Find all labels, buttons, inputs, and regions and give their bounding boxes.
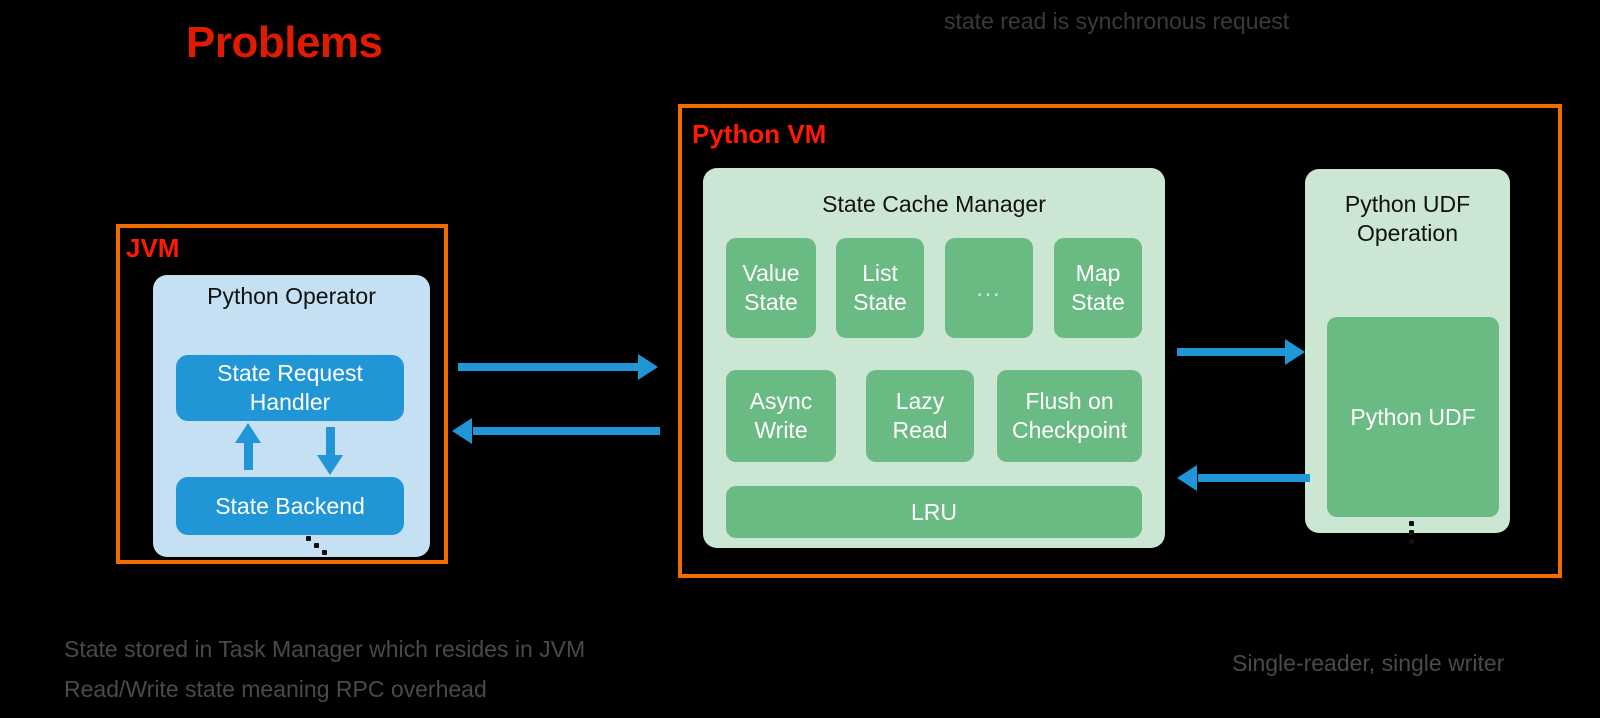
handler-to-backend-arrow-head [317, 455, 343, 475]
more-states-box[interactable]: ... [945, 238, 1033, 338]
annotation-jvm-notes-line2: Read/Write state meaning RPC overhead [64, 676, 487, 702]
jvm-label: JVM [126, 233, 180, 263]
python-vm-to-jvm-arrow-head [452, 418, 472, 444]
backend-to-handler-arrow-shaft [244, 437, 253, 470]
list-state-box[interactable]: List State [836, 238, 924, 338]
python-udf-operation-title: Python UDF Operation [1344, 191, 1471, 246]
backend-to-handler-arrow-head [235, 423, 261, 443]
handler-to-backend-arrow-shaft [326, 427, 335, 460]
jvm-to-python-vm-arrow-shaft [458, 363, 640, 371]
python-vm-label: Python VM [692, 119, 827, 149]
udf-to-cache-arrow-head [1177, 465, 1197, 491]
cache-to-udf-arrow-shaft [1177, 348, 1287, 356]
value-state-box[interactable]: Value State [726, 238, 816, 338]
annotation-state-read-synchronous: state read is synchronous request [944, 8, 1290, 34]
map-state-box[interactable]: Map State [1054, 238, 1142, 338]
state-request-handler-box[interactable]: State Request Handler [176, 355, 404, 421]
vertical-ellipsis-icon [1409, 521, 1415, 547]
udf-to-cache-arrow-shaft [1198, 474, 1310, 482]
cache-to-udf-arrow-head [1285, 339, 1305, 365]
diagonal-ellipsis-icon [306, 536, 332, 560]
state-cache-manager-title: State Cache Manager [822, 191, 1046, 217]
state-backend-box[interactable]: State Backend [176, 477, 404, 535]
jvm-container [116, 224, 448, 564]
page-title: Problems [186, 18, 383, 67]
python-udf-box[interactable]: Python UDF [1327, 317, 1499, 517]
lazy-read-box[interactable]: Lazy Read [866, 370, 974, 462]
python-vm-to-jvm-arrow-shaft [473, 427, 660, 435]
async-write-box[interactable]: Async Write [726, 370, 836, 462]
state-cache-manager-panel [703, 168, 1165, 548]
annotation-jvm-notes: State stored in Task Manager which resid… [64, 629, 585, 709]
lru-box[interactable]: LRU [726, 486, 1142, 538]
python-vm-container [678, 104, 1562, 578]
jvm-to-python-vm-arrow-head [638, 354, 658, 380]
annotation-jvm-notes-line1: State stored in Task Manager which resid… [64, 636, 586, 662]
annotation-single-reader-writer: Single-reader, single writer [1232, 650, 1505, 676]
flush-on-checkpoint-box[interactable]: Flush on Checkpoint [997, 370, 1142, 462]
python-operator-title: Python Operator [207, 283, 376, 309]
